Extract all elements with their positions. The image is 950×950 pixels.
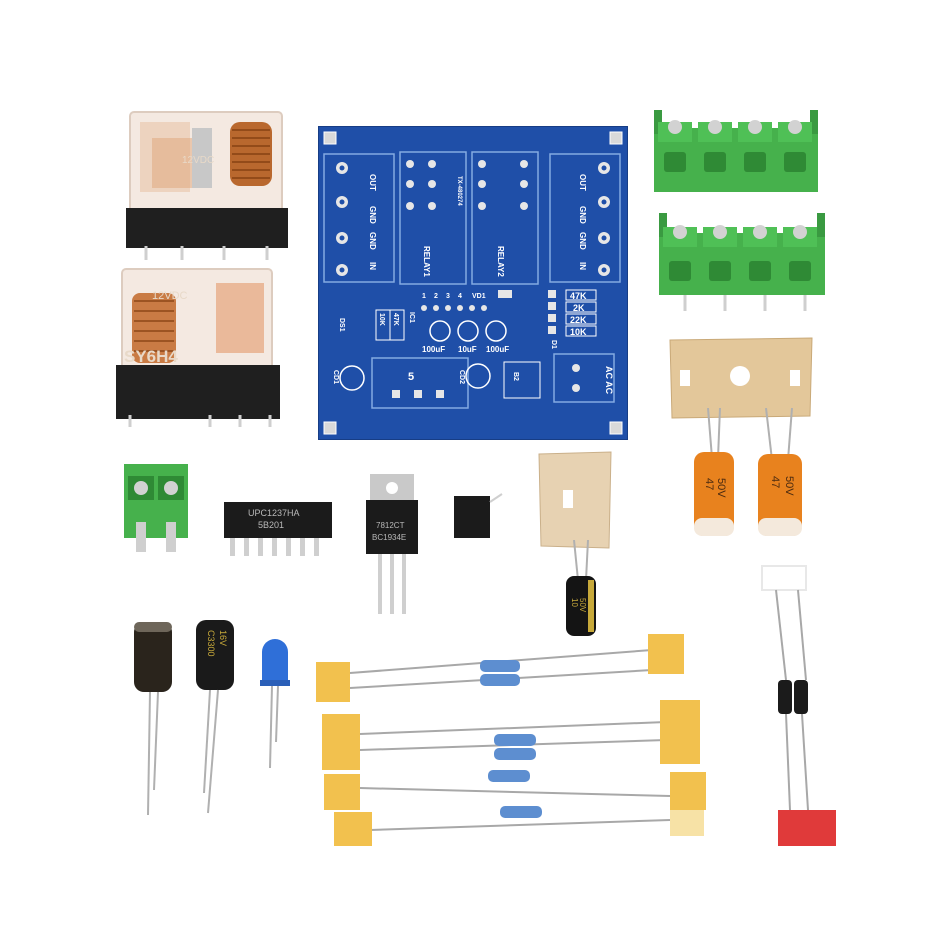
terminal-block-2way (120, 462, 192, 556)
pcb-regulator-number: 5 (408, 371, 414, 383)
terminal-block-4way-top (650, 102, 822, 208)
pcb-left-gnd: GND (368, 232, 377, 250)
capacitor-black-right: C3300 16V (192, 618, 238, 818)
pcb-r-10k: 10K (378, 313, 385, 326)
pcb-cap1: 100uF (422, 345, 445, 354)
voltage-regulator: 7812CT BC1934E (362, 472, 422, 616)
ceramic-resistor-row-3 (320, 766, 710, 850)
relay-top: 12VDC (122, 108, 292, 263)
pcb-relay1-label: RELAY1 (422, 246, 431, 277)
pcb-d1: D1 (550, 340, 557, 349)
pcb-vd1: VD1 (472, 293, 486, 300)
pcb-r47k: 47K (570, 291, 587, 301)
capacitor-black-left (130, 620, 176, 820)
ceramic-resistor-row-2 (318, 698, 706, 778)
cap-orange-right-voltage: 50V (783, 476, 795, 496)
cap-orange-left-voltage: 50V (715, 478, 727, 498)
pcb-cap3: 100uF (486, 345, 509, 354)
ceramic-resistor-row-1 (312, 628, 692, 710)
pcb-pin1: 1 (422, 293, 426, 300)
pcb-left-in: IN (368, 262, 377, 270)
pcb-part-number: TX-480274 (456, 176, 462, 206)
thermal-pad-large (668, 336, 814, 420)
pcb-right-in: IN (578, 262, 587, 270)
cap-center-voltage: 50V (578, 598, 587, 613)
pcb-pin3: 3 (446, 293, 450, 300)
relay-bottom: 12VDC SY6H4 (112, 265, 284, 430)
cap-black-right-voltage: 16V (218, 630, 228, 646)
pcb-left-out: OUT (368, 174, 377, 191)
relay-top-spec: 12VDC (182, 155, 214, 166)
pcb-ds1: DS1 (338, 318, 345, 332)
pcb-right-gnd-top: GND (578, 206, 587, 224)
regulator-line1: 7812CT (376, 521, 405, 530)
pcb-right-gnd: GND (578, 232, 587, 250)
capacitor-orange-right: 47 50V (752, 408, 806, 540)
relay-bottom-spec: 12VDC (152, 290, 188, 302)
pcb-r2k: 2K (573, 303, 585, 313)
capacitor-orange-left: 47 50V (688, 408, 738, 540)
pcb-pin2: 2 (434, 293, 438, 300)
pcb-cd1: CD1 (332, 370, 339, 384)
bridge-rectifier (450, 490, 506, 544)
thermal-pad-small (535, 450, 615, 552)
capacitor-black-center: 10 50V (562, 540, 600, 640)
pcb-ac-label: AC AC (604, 366, 614, 395)
pcb-r10k: 10K (570, 327, 587, 337)
pcb-cap2: 10uF (458, 345, 477, 354)
pcb-r-47k: 47K (392, 313, 399, 326)
relay-bottom-model: SY6H4 (124, 347, 178, 366)
pcb-pin4: 4 (458, 293, 462, 300)
pcb-cd2: CD2 (458, 370, 465, 384)
ic-chip-line2: 5B201 (258, 520, 284, 530)
cap-orange-left-value: 47 (703, 478, 715, 490)
cap-black-right-value: C3300 (206, 630, 216, 657)
ic-chip-line1: UPC1237HA (248, 508, 300, 518)
cap-orange-right-value: 47 (769, 476, 781, 488)
pcb-board: OUT GND GND IN OUT GND GND IN TX-480274 … (318, 126, 628, 440)
diode-pair (756, 560, 848, 852)
pcb-b2: B2 (512, 372, 519, 381)
pcb-r22k: 22K (570, 315, 587, 325)
pcb-relay2-label: RELAY2 (496, 246, 505, 277)
pcb-ic1: IC1 (408, 312, 415, 323)
cap-center-value: 10 (570, 598, 579, 607)
led-blue (256, 632, 294, 772)
terminal-block-4way-bottom (655, 205, 830, 313)
pcb-left-gnd-top: GND (368, 206, 377, 224)
ic-sip-chip: UPC1237HA 5B201 (220, 500, 336, 560)
regulator-line2: BC1934E (372, 533, 406, 542)
pcb-right-out: OUT (578, 174, 587, 191)
